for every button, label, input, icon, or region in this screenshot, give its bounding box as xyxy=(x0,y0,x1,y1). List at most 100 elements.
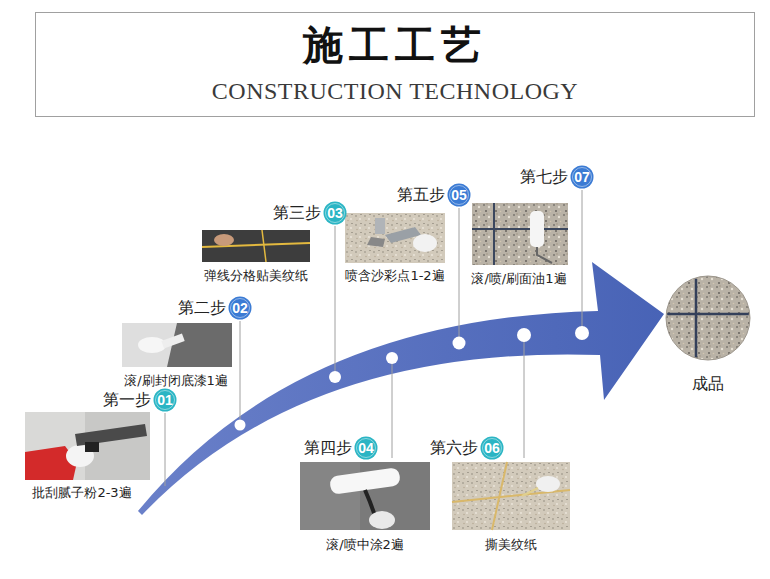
badge-disc xyxy=(448,184,471,207)
step-heading: 第五步 xyxy=(397,185,445,204)
step-badge: 06 xyxy=(480,436,504,460)
illustration-part xyxy=(413,234,437,252)
step-caption: 弹线分格贴美纹纸 xyxy=(204,268,308,284)
illustration-part xyxy=(530,211,544,247)
photo-primer xyxy=(122,323,232,367)
arrow-dot xyxy=(235,420,246,431)
photo-peel xyxy=(452,462,570,530)
label-slot: 第五步 xyxy=(397,185,445,204)
arrow-dot xyxy=(517,328,531,342)
arrow-dot xyxy=(386,352,398,364)
illustration-part xyxy=(452,462,570,530)
label-slot: 喷含沙彩点1-2遍 xyxy=(345,268,444,284)
label-slot: 滚/喷中涂2遍 xyxy=(326,537,404,553)
illustration-part xyxy=(369,511,395,529)
step-badge: 02 xyxy=(228,296,252,320)
illustration-part xyxy=(202,230,310,262)
illustration-part xyxy=(138,337,166,353)
step-number: 06 xyxy=(480,436,504,460)
title-box: 施工工艺 CONSTRUCTION TECHNOLOGY xyxy=(35,12,755,117)
illustration-part xyxy=(85,412,150,480)
illustration-part xyxy=(85,442,99,452)
illustration-part xyxy=(493,203,495,265)
illustration-part xyxy=(472,228,568,230)
step-badge: 04 xyxy=(354,436,378,460)
step-number: 03 xyxy=(323,201,347,225)
step-number: 02 xyxy=(228,296,252,320)
step-badge: 05 xyxy=(447,183,471,207)
photo-spray xyxy=(345,213,445,263)
badge-disc xyxy=(229,297,252,320)
leader-line xyxy=(240,321,241,419)
label-slot: 第二步 xyxy=(178,298,226,317)
step-number: 01 xyxy=(153,388,177,412)
label-slot: 批刮腻子粉2-3遍 xyxy=(32,485,131,501)
illustration-part xyxy=(452,490,570,502)
illustration-part xyxy=(300,462,430,530)
illustration-part xyxy=(214,234,234,246)
illustration-part xyxy=(161,333,184,348)
step-caption: 滚/刷封闭底漆1遍 xyxy=(124,373,228,389)
illustration-part xyxy=(25,412,150,480)
grout-line xyxy=(667,313,749,316)
illustration-part xyxy=(492,462,507,530)
arrow-dot xyxy=(575,326,589,340)
photo-topcoat xyxy=(472,203,568,265)
photo-putty xyxy=(25,412,150,480)
step-badge: 01 xyxy=(153,388,177,412)
badge-disc xyxy=(324,202,347,225)
step-caption: 滚/喷中涂2遍 xyxy=(326,537,404,553)
illustration-part xyxy=(300,462,360,530)
title-text: 施工工艺 xyxy=(303,23,487,69)
leader-line xyxy=(392,364,393,458)
step-heading: 第七步 xyxy=(520,167,568,186)
product-label: 成品 xyxy=(664,374,752,395)
label-slot: 滚/喷/刷面油1遍 xyxy=(471,271,566,287)
step-number: 07 xyxy=(570,165,594,189)
leader-line xyxy=(165,413,166,486)
leader-lines xyxy=(165,190,582,486)
illustration-part xyxy=(262,230,266,262)
product-circle: 成品 xyxy=(664,276,752,397)
leader-line xyxy=(524,341,525,458)
leader-line xyxy=(582,190,583,327)
step-badge: 07 xyxy=(570,165,594,189)
illustration-part xyxy=(375,218,385,234)
step-heading: 第二步 xyxy=(178,298,226,317)
label-slot: 撕美纹纸 xyxy=(485,537,537,553)
leader-line xyxy=(459,208,460,337)
badge-disc xyxy=(571,166,594,189)
illustration-part xyxy=(537,247,552,263)
badge-disc xyxy=(355,437,378,460)
subtitle-text: CONSTRUCTION TECHNOLOGY xyxy=(212,77,578,106)
step-caption: 撕美纹纸 xyxy=(485,537,537,553)
illustration-part xyxy=(522,488,538,496)
step-number: 04 xyxy=(354,436,378,460)
step-caption: 喷含沙彩点1-2遍 xyxy=(345,268,444,284)
step-heading: 第四步 xyxy=(304,438,352,457)
leader-line xyxy=(335,226,336,371)
arrow-dot xyxy=(329,371,341,383)
illustration-part xyxy=(536,476,560,492)
step-badge: 03 xyxy=(323,201,347,225)
illustration-part xyxy=(122,323,232,367)
step-heading: 第六步 xyxy=(430,438,478,457)
illustration-part xyxy=(472,203,568,265)
arrow-dot xyxy=(453,337,466,350)
step-caption: 滚/喷/刷面油1遍 xyxy=(471,271,566,287)
arrow-dots xyxy=(235,326,590,431)
label-slot: 第六步 xyxy=(430,438,478,457)
badge-disc xyxy=(481,437,504,460)
grout-line xyxy=(695,279,698,357)
label-slot: 第七步 xyxy=(520,167,568,186)
label-slot: 第一步 xyxy=(103,390,151,409)
step-heading: 第三步 xyxy=(273,203,321,222)
photo-midcoat xyxy=(300,462,430,530)
badge-disc xyxy=(154,389,177,412)
label-slot: 第三步 xyxy=(273,203,321,222)
step-caption: 批刮腻子粉2-3遍 xyxy=(32,485,131,501)
label-slot: 第四步 xyxy=(304,438,352,457)
step-heading: 第一步 xyxy=(103,390,151,409)
label-slot: 弹线分格贴美纹纸 xyxy=(204,268,308,284)
